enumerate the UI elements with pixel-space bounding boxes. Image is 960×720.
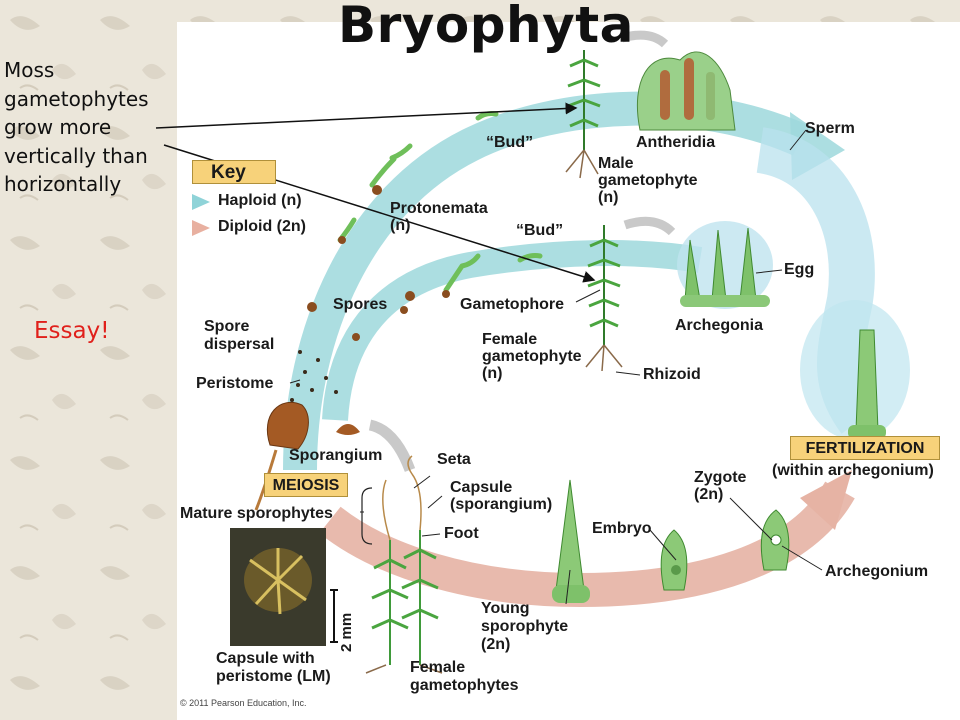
label-female-2: gametophyte (482, 348, 582, 365)
label-archegonium: Archegonium (825, 563, 929, 580)
side-note-line: gametophytes (4, 86, 149, 111)
water-droplet (800, 300, 910, 440)
label-antheridia: Antheridia (636, 134, 716, 151)
label-foot: Foot (444, 525, 479, 542)
label-seta: Seta (437, 451, 471, 468)
label-capsule-1: Capsule (450, 479, 513, 496)
haploid-key-label: Haploid (n) (218, 192, 302, 209)
key-title: Key (192, 160, 276, 184)
embryo-illustration (660, 529, 688, 591)
label-capsule-2: (sporangium) (450, 496, 553, 513)
leader-lines (289, 129, 823, 605)
label-rhizoid: Rhizoid (643, 366, 701, 383)
label-egg: Egg (784, 261, 815, 278)
label-female-gametophytes-2: gametophytes (410, 677, 519, 694)
label-capsule-lm-2: peristome (LM) (216, 668, 331, 685)
label-spore-dispersal-1: Spore (204, 318, 250, 335)
essay-note: Essay! (34, 318, 110, 344)
label-fertilization: FERTILIZATION (790, 436, 940, 460)
label-spores: Spores (333, 296, 388, 313)
antheridia-illustration (636, 51, 736, 131)
label-capsule-lm-1: Capsule with (216, 650, 315, 667)
label-embryo: Embryo (592, 520, 652, 537)
label-archegonia: Archegonia (675, 317, 764, 334)
zygote-illustration (760, 509, 790, 571)
label-female-3: (n) (482, 365, 503, 382)
label-meiosis: MEIOSIS (264, 473, 348, 497)
label-male-1: Male (598, 155, 634, 172)
fertilization-archegonium (848, 329, 886, 439)
dispersal-dots (290, 350, 338, 402)
copyright: © 2011 Pearson Education, Inc. (180, 698, 307, 708)
sporophyte-plants (365, 455, 443, 674)
label-within-archegonium: (within archegonium) (772, 462, 934, 479)
label-peristome: Peristome (196, 375, 274, 392)
label-bud-top: “Bud” (486, 134, 534, 151)
label-protonemata-2: (n) (390, 217, 411, 234)
haploid-key-arrow (192, 194, 210, 210)
grey-arrow-top (620, 30, 669, 48)
label-male-3: (n) (598, 189, 619, 206)
mature-sporophytes-bracket (361, 487, 373, 545)
side-note: Moss gametophytes grow more vertically t… (4, 56, 174, 199)
label-bud-mid: “Bud” (516, 222, 564, 239)
label-young-1: Young (481, 600, 530, 617)
slide-title: Bryophyta (338, 0, 634, 54)
label-sperm: Sperm (805, 120, 855, 137)
diploid-arrowhead (800, 470, 852, 530)
male-gametophyte-plant (565, 50, 601, 179)
side-note-line: Moss (4, 58, 55, 82)
label-young-2: sporophyte (481, 618, 569, 635)
key-box: Key Haploid (n) Diploid (2n) (192, 160, 324, 244)
female-gametophyte-plant (585, 225, 623, 372)
young-sporophyte-illustration (552, 479, 590, 603)
label-mature-sporophytes: Mature sporophytes (180, 505, 333, 522)
diploid-key-arrow (192, 220, 210, 236)
label-zygote-2: (2n) (694, 486, 724, 503)
side-note-line: grow more (4, 115, 112, 139)
label-scale: 2 mm (338, 612, 355, 652)
grey-arrow-mid (623, 216, 676, 236)
capsule-lm-photo (230, 528, 326, 646)
label-sporangium: Sporangium (289, 447, 383, 464)
label-gametophore: Gametophore (460, 296, 565, 313)
side-note-line: horizontally (4, 172, 122, 196)
label-protonemata-1: Protonemata (390, 200, 488, 217)
label-male-2: gametophyte (598, 172, 698, 189)
annotation-arrow-male (155, 102, 578, 129)
spore-dots (307, 185, 450, 341)
protonemata (337, 111, 543, 293)
diploid-key-label: Diploid (2n) (218, 218, 306, 235)
grey-arrow-sporangium (368, 419, 416, 473)
archegonia-illustration (677, 221, 773, 309)
label-zygote-1: Zygote (694, 469, 747, 486)
label-female-1: Female (482, 331, 538, 348)
label-young-3: (2n) (481, 636, 511, 653)
scale-bar (330, 589, 338, 643)
label-spore-dispersal-2: dispersal (204, 336, 275, 353)
side-note-line: vertically than (4, 143, 148, 168)
label-female-gametophytes-1: Female (410, 659, 466, 676)
